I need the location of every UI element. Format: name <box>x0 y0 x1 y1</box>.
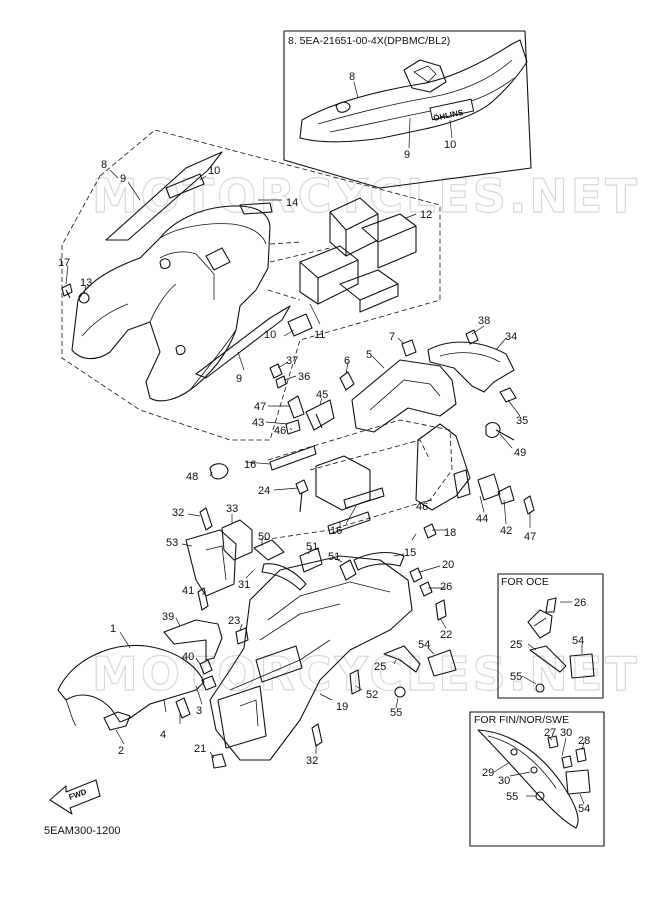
inset-fin-title: FOR FIN/NOR/SWE <box>474 714 569 726</box>
callout-5: 5 <box>366 349 372 361</box>
callout-1: 1 <box>110 623 116 635</box>
callout-36: 36 <box>298 371 310 383</box>
callout-40: 40 <box>182 651 194 663</box>
inset-oce-callout-55: 55 <box>510 671 522 683</box>
callout-24: 24 <box>258 485 270 497</box>
front-fender <box>57 644 205 723</box>
watermark-top: MOTORCYCLES.NET <box>92 169 640 223</box>
inset-fin-callout-28: 28 <box>578 735 590 747</box>
callout-23: 23 <box>228 615 240 627</box>
callout-15: 15 <box>404 547 416 559</box>
callout-51b: 51 <box>328 551 340 563</box>
callout-35: 35 <box>516 415 528 427</box>
callout-11: 11 <box>314 329 325 341</box>
callout-3: 3 <box>196 705 202 717</box>
callout-17: 17 <box>58 257 70 269</box>
callout-37: 37 <box>286 355 298 367</box>
callout-20: 20 <box>442 559 454 571</box>
callout-7: 7 <box>389 331 395 343</box>
callout-46b: 46 <box>416 501 428 513</box>
side-stripe-decal <box>105 151 223 241</box>
callout-42: 42 <box>500 525 512 537</box>
inset-oce-callout-54: 54 <box>572 635 584 647</box>
inset-fin-callout-30b: 30 <box>498 775 510 787</box>
callout-43: 43 <box>252 417 264 429</box>
callout-14: 14 <box>286 197 298 209</box>
callout-49: 49 <box>514 447 526 459</box>
callout-6: 6 <box>344 355 350 367</box>
callout-9: 9 <box>120 173 126 185</box>
inset-oce-callout-25: 25 <box>510 639 522 651</box>
inset-fin-callout-54: 54 <box>578 803 590 815</box>
callout-54: 54 <box>418 639 430 651</box>
callout-9b: 9 <box>236 373 242 385</box>
callout-25: 25 <box>374 661 386 673</box>
ohlins-decal <box>429 98 475 121</box>
callout-32: 32 <box>172 507 184 519</box>
callout-47b: 47 <box>524 531 536 543</box>
callout-52: 52 <box>366 689 378 701</box>
seat-cowl-group: 8 9 10 14 12 17 13 11 10 9 <box>58 129 441 441</box>
callout-45: 45 <box>316 389 328 401</box>
callout-18: 18 <box>444 527 456 539</box>
inset-fin-callout-30: 30 <box>560 727 572 739</box>
callout-8: 8 <box>101 159 107 171</box>
watermark-bottom: MOTORCYCLES.NET <box>92 647 640 701</box>
callout-13: 13 <box>80 277 92 289</box>
callout-34: 34 <box>505 331 517 343</box>
inset-oce-title: FOR OCE <box>501 576 549 588</box>
fwd-arrow: FWD <box>49 779 101 815</box>
callout-4: 4 <box>160 729 166 741</box>
callout-41: 41 <box>182 585 194 597</box>
callout-47: 47 <box>254 401 266 413</box>
callout-21: 21 <box>194 743 206 755</box>
inset-seat-cowl-variant: 8. 5EA-21651-00-4X(DPBMC/BL2) ÖHLINS 8 9… <box>283 30 532 189</box>
callout-33: 33 <box>226 503 238 515</box>
callout-22: 22 <box>440 629 452 641</box>
inset-top-callout-8: 8 <box>349 71 355 83</box>
callout-19: 19 <box>336 701 348 713</box>
inset-oce: FOR OCE 26 25 54 55 <box>497 573 604 699</box>
callout-16: 16 <box>244 459 256 471</box>
rear-fender-group: 32 33 53 50 16 18 51 31 51 15 20 26 41 3… <box>57 503 457 769</box>
callout-46: 46 <box>274 425 286 437</box>
callout-50: 50 <box>258 531 270 543</box>
callout-55: 55 <box>390 707 402 719</box>
fwd-label: FWD <box>68 787 88 802</box>
callout-16b: 16 <box>330 525 342 537</box>
inset-fin-callout-27: 27 <box>544 727 556 739</box>
inner-fender <box>209 555 413 761</box>
inset-oce-callout-26: 26 <box>574 597 586 609</box>
inset-fin-callout-29: 29 <box>482 767 494 779</box>
callout-2: 2 <box>118 745 124 757</box>
callout-39: 39 <box>162 611 174 623</box>
inset-fin-nor-swe: FOR FIN/NOR/SWE 27 30 28 29 30 55 54 <box>469 711 605 847</box>
rear-frame-group: 7 38 34 37 6 5 36 47 43 46 45 35 49 48 1… <box>186 315 536 543</box>
callout-10b: 10 <box>264 329 276 341</box>
callout-53: 53 <box>166 537 178 549</box>
callout-12: 12 <box>420 209 432 221</box>
callout-26: 26 <box>440 581 452 593</box>
inset-fin-callout-55: 55 <box>506 791 518 803</box>
callout-48: 48 <box>186 471 198 483</box>
inset-top-callout-10: 10 <box>444 139 456 151</box>
callout-10: 10 <box>208 165 220 177</box>
inset-top-title: 8. 5EA-21651-00-4X(DPBMC/BL2) <box>288 35 450 47</box>
diagram-code: 5EAM300-1200 <box>44 825 120 837</box>
callout-51: 51 <box>306 541 318 553</box>
callout-44: 44 <box>476 513 488 525</box>
seat-cowl <box>71 205 271 402</box>
inset-top-callout-9: 9 <box>404 149 410 161</box>
callout-31: 31 <box>238 579 250 591</box>
callout-38: 38 <box>478 315 490 327</box>
callout-32b: 32 <box>306 755 318 767</box>
